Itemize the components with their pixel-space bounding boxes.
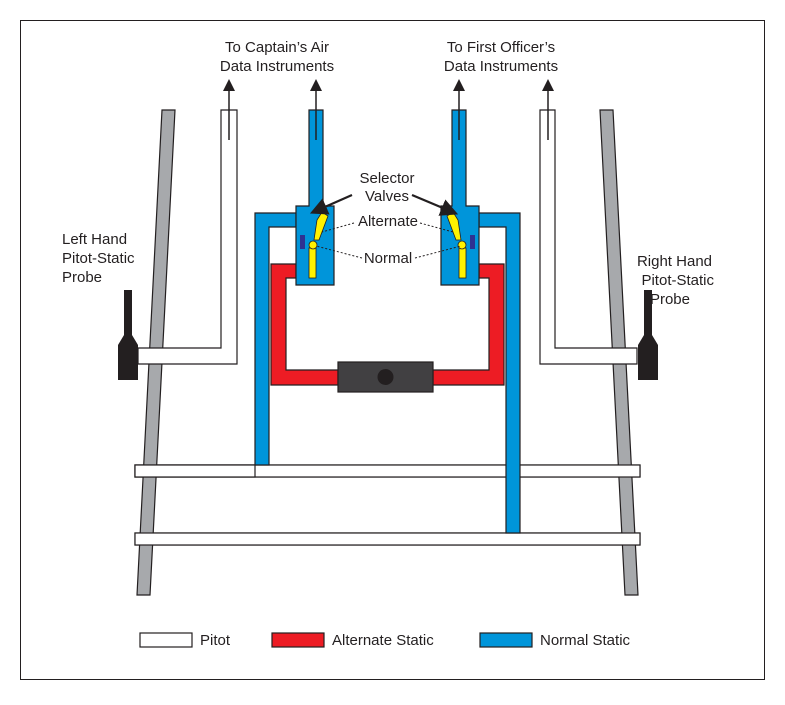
right-pitot-line	[539, 79, 638, 365]
selector-label-line1: Selector	[359, 170, 414, 187]
legend-label-normal-static: Normal Static	[540, 632, 631, 649]
left-probe-label-line3: Probe	[62, 269, 102, 286]
right-probe-label-line1: Right Hand	[637, 253, 712, 270]
captain-label-line1: To Captain’s Air	[225, 39, 329, 56]
legend-swatch-pitot	[139, 632, 193, 648]
right-probe-label-line3: Probe	[650, 291, 690, 308]
legend-label-alternate-static: Alternate Static	[332, 632, 434, 649]
left-probe-tip	[118, 290, 138, 380]
left-probe-label-line2: Pitot-Static	[62, 250, 135, 267]
captain-label-line2: Data Instruments	[220, 58, 334, 75]
fo-label-line1: To First Officer’s	[447, 39, 555, 56]
right-selector-valve	[440, 79, 480, 286]
legend: Pitot Alternate Static Normal Static	[139, 632, 631, 649]
right-probe-label-line2: Pitot-Static	[641, 272, 714, 289]
left-selector-valve	[295, 79, 335, 286]
alternate-label: Alternate	[358, 213, 418, 230]
legend-swatch-normal-static	[479, 632, 533, 648]
normal-label: Normal	[364, 250, 412, 267]
static-drain	[337, 361, 434, 393]
fo-label-line2: Data Instruments	[444, 58, 558, 75]
leader-lines	[315, 222, 462, 259]
selector-label-line2: Valves	[365, 188, 409, 205]
alternate-static-line	[270, 263, 505, 386]
selector-valve-pointers	[309, 193, 459, 216]
right-probe-tip	[638, 290, 658, 380]
left-pitot-line	[137, 79, 238, 365]
legend-label-pitot: Pitot	[200, 632, 231, 649]
left-probe-label-line1: Left Hand	[62, 231, 127, 248]
legend-swatch-alternate-static	[271, 632, 325, 648]
